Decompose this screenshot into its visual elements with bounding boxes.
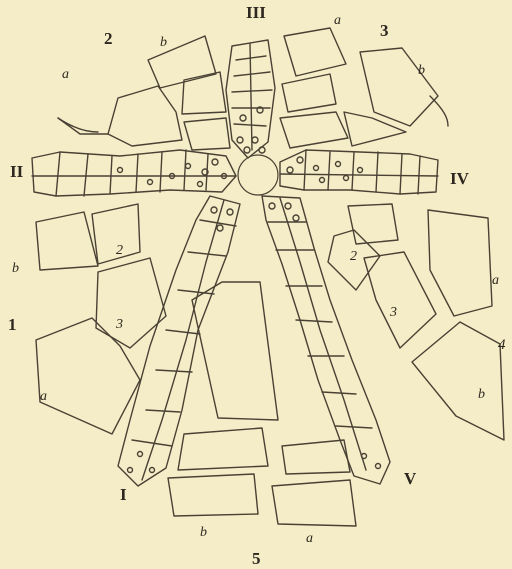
label-V: V <box>404 470 416 487</box>
ambulacrum-V <box>262 196 390 484</box>
central-opening <box>238 155 278 195</box>
label-2-inner: 2 <box>116 244 123 258</box>
interambulacrum-4 <box>328 204 504 440</box>
label-3-top: 3 <box>380 22 389 39</box>
label-1-left: 1 <box>8 316 17 333</box>
label-5-bottom: 5 <box>252 550 261 567</box>
label-II: II <box>10 163 23 180</box>
label-a-top-left: a <box>62 68 69 82</box>
label-a-bottom: a <box>306 532 313 546</box>
label-IV: IV <box>450 170 469 187</box>
ambulacrum-I <box>118 196 240 486</box>
label-3-inner-right: 3 <box>390 306 397 320</box>
outer-edge-right <box>430 96 448 126</box>
label-3-inner-left: 3 <box>116 318 123 332</box>
label-b-top-left: b <box>160 36 167 50</box>
outer-edge-left <box>58 118 98 132</box>
interambulacrum-2 <box>58 36 230 150</box>
interambulacrum-3 <box>280 28 438 148</box>
label-III: III <box>246 4 266 21</box>
label-b-left: b <box>12 262 19 276</box>
label-I: I <box>120 486 127 503</box>
label-4-right: 4 <box>498 338 506 353</box>
interambulacrum-5 <box>168 282 356 526</box>
label-a-top-right: a <box>334 14 341 28</box>
label-2-inner-right: 2 <box>350 250 357 264</box>
ambulacrum-III <box>226 40 275 158</box>
label-b-top-right: b <box>418 64 425 78</box>
ambulacrum-II <box>32 150 236 196</box>
ambulacrum-IV <box>280 150 438 194</box>
label-a-left: a <box>40 390 47 404</box>
label-2-top: 2 <box>104 30 113 47</box>
label-b-right: b <box>478 388 485 402</box>
label-b-bottom: b <box>200 526 207 540</box>
label-a-right: a <box>492 274 499 288</box>
interambulacrum-1 <box>36 204 166 434</box>
